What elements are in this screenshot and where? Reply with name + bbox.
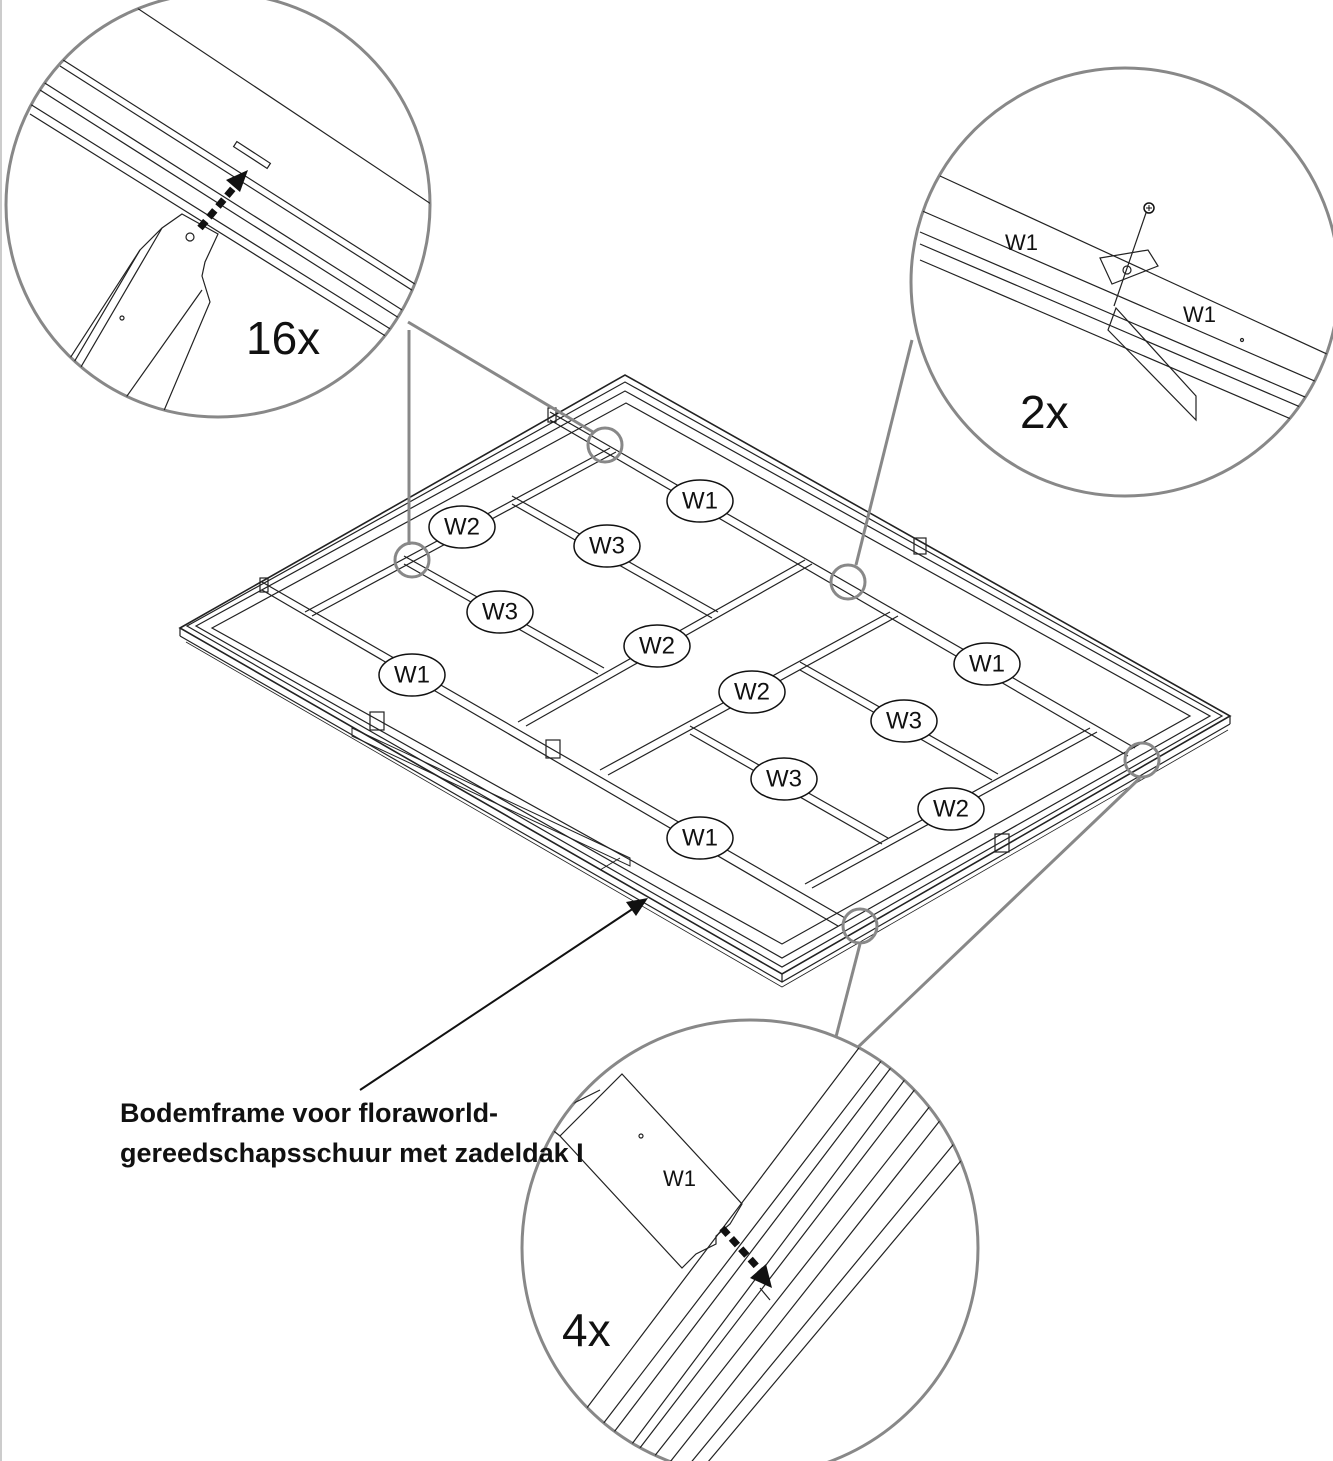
joint-marker-corner-bottom: [841, 907, 879, 945]
arrow-icon: [719, 1225, 772, 1288]
count-label: 4x: [562, 1304, 611, 1356]
label-w2-top-left: W2: [428, 505, 496, 549]
label-text: W1: [682, 825, 718, 852]
label-text: W2: [444, 514, 480, 541]
label-w3-right: W3: [870, 699, 938, 743]
count-label: 16x: [246, 312, 320, 364]
screw-icon: [1143, 202, 1155, 214]
label-w2-center: W2: [623, 624, 691, 668]
label-text: W3: [589, 533, 625, 560]
joint-marker-right: [829, 563, 867, 601]
label-w2-mid-right: W2: [718, 670, 786, 714]
part-label-w1-left: W1: [1005, 230, 1038, 255]
label-text: W2: [639, 633, 675, 660]
detail-top-left: 16x: [4, 0, 432, 419]
count-label: 2x: [1020, 386, 1069, 438]
detail-bottom: W1 4x: [520, 1018, 980, 1461]
joint-markers: [393, 426, 1161, 945]
label-text: W3: [482, 599, 518, 626]
front-side-panel: [351, 727, 631, 871]
label-w2-bottom-right: W2: [917, 787, 985, 831]
caption-line-2: gereedschapsschuur met zadeldak I: [120, 1138, 584, 1168]
label-w3-bottom: W3: [750, 757, 818, 801]
label-text: W1: [394, 662, 430, 689]
part-label-w1: W1: [663, 1166, 696, 1191]
detail-top-right: W1 W1 2x: [909, 66, 1333, 498]
label-text: W1: [969, 651, 1005, 678]
label-text: W3: [766, 766, 802, 793]
joint-marker-left: [393, 541, 431, 579]
label-w3-left: W3: [466, 590, 534, 634]
label-text: W2: [734, 679, 770, 706]
label-text: W3: [886, 708, 922, 735]
base-frame: [178, 374, 1232, 988]
part-labels: W1 W2 W3 W3 W2 W1 W1 W2: [378, 479, 1021, 860]
caption: Bodemframe voor floraworld- gereedschaps…: [120, 1098, 584, 1168]
label-w1-top: W1: [666, 479, 734, 523]
caption-line-1: Bodemframe voor floraworld-: [120, 1098, 498, 1128]
part-label-w1-right: W1: [1183, 302, 1216, 327]
joint-marker-top: [586, 426, 624, 464]
label-text: W2: [933, 796, 969, 823]
caption-pointer: [359, 898, 648, 1091]
label-w1-left: W1: [378, 653, 446, 697]
label-w3-top: W3: [573, 524, 641, 568]
joint-marker-corner-right: [1123, 741, 1161, 779]
label-text: W1: [682, 488, 718, 515]
label-w1-bottom: W1: [666, 816, 734, 860]
label-w1-right: W1: [953, 642, 1021, 686]
arrow-icon: [197, 170, 248, 231]
